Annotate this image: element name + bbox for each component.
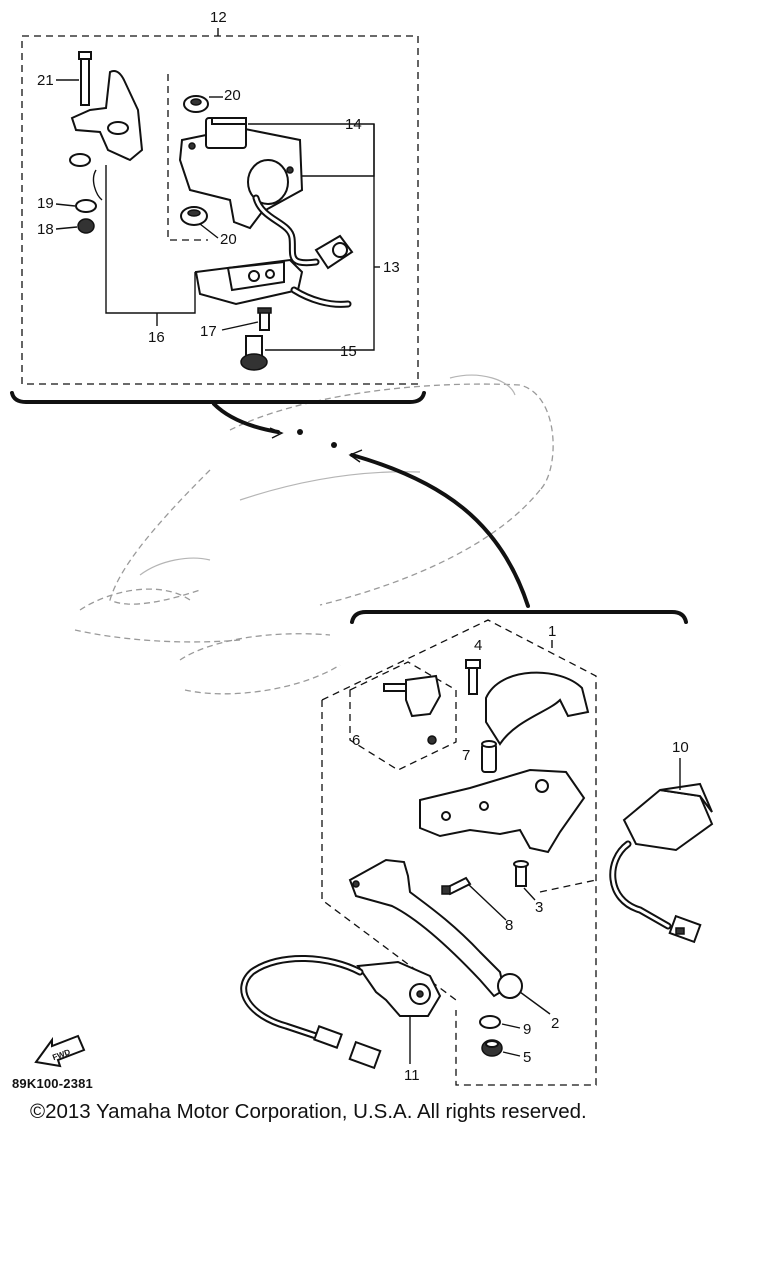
pointer-lower [350, 453, 530, 608]
part-16-bracket [69, 70, 144, 201]
part-14-switch-housing [178, 117, 304, 230]
callout-20-top: 20 [224, 87, 241, 104]
callout-19: 19 [37, 195, 54, 212]
callout-17: 17 [200, 323, 217, 340]
callout-6: 6 [352, 732, 360, 749]
callout-20-bottom: 20 [220, 231, 237, 248]
callout-16: 16 [148, 329, 165, 346]
vehicle-ghost-outline [74, 374, 554, 695]
callout-9: 9 [523, 1021, 531, 1038]
callout-18: 18 [37, 221, 54, 238]
callout-2: 2 [551, 1015, 559, 1032]
fwd-arrow-icon: FWD [34, 1034, 86, 1068]
part-3-bolt [513, 860, 529, 887]
callout-3: 3 [535, 899, 543, 916]
part-18-nut [77, 218, 95, 234]
callout-21: 21 [37, 72, 54, 89]
lever-cover [485, 671, 590, 746]
part-21-bolt [78, 51, 92, 106]
callout-4: 4 [474, 637, 482, 654]
parts-diagram: 12 21 16 19 18 20 20 14 [10, 9, 714, 1086]
part-5-nut [481, 1039, 503, 1057]
callout-15: 15 [340, 343, 357, 360]
callout-14: 14 [345, 116, 362, 133]
pointer-upper [212, 402, 280, 434]
callout-1: 1 [548, 623, 556, 640]
callout-12: 12 [210, 9, 227, 26]
part-10-switch [609, 782, 714, 944]
part-2-lever [348, 858, 523, 999]
callout-13: 13 [383, 259, 400, 276]
switch-base-plate [194, 258, 352, 308]
lower-bracket-line [350, 610, 688, 624]
part-8-screw [441, 876, 472, 896]
part-4-screw [465, 659, 481, 695]
callout-5: 5 [523, 1049, 531, 1066]
part-11-switch [240, 954, 442, 1070]
assembly-12-box [21, 35, 419, 385]
callout-11: 11 [404, 1067, 420, 1084]
upper-bracket-line [10, 391, 426, 404]
part-6-clamp [383, 674, 442, 745]
lever-holder-bracket [419, 768, 586, 854]
callout-7: 7 [462, 747, 470, 764]
copyright-text: ©2013 Yamaha Motor Corporation, U.S.A. A… [30, 1100, 587, 1123]
assembly-6-box [349, 661, 457, 771]
part-15-bolt [240, 335, 268, 371]
part-13-wire-harness [252, 194, 354, 270]
part-7-pin [481, 740, 497, 773]
assembly-1-box [321, 619, 597, 1086]
callout-10: 10 [672, 739, 689, 756]
diagram-code: 89K100-2381 [12, 1076, 93, 1091]
part-17-screw [257, 307, 272, 331]
callout-8: 8 [505, 917, 513, 934]
part-19-washer [75, 199, 97, 213]
part-9-washer [479, 1015, 501, 1029]
